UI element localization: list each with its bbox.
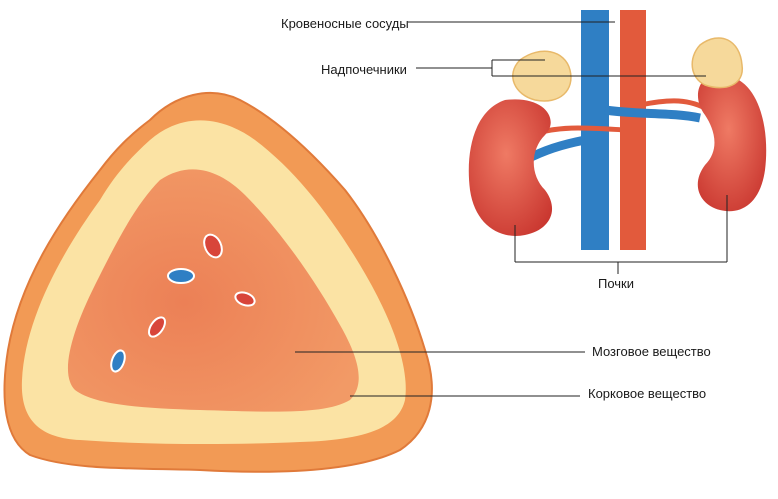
kidney-illustration <box>468 10 767 250</box>
label-adrenal-glands: Надпочечники <box>321 62 407 77</box>
medulla-vessel-red-3 <box>148 316 166 338</box>
renal-vein-right <box>604 105 701 123</box>
adrenal-cross-section <box>3 92 433 473</box>
medulla-vessel-red-2 <box>234 291 256 307</box>
medulla-vessel-blue-1 <box>167 268 195 284</box>
label-blood-vessels: Кровеносные сосуды <box>281 16 409 31</box>
medulla-vessel-red-1 <box>203 233 223 259</box>
label-kidneys: Почки <box>598 276 635 291</box>
label-medulla: Мозговое вещество <box>592 344 711 359</box>
adrenal-medulla <box>67 169 359 412</box>
kidney-left <box>468 99 553 236</box>
renal-artery-right <box>639 98 707 111</box>
label-cortex: Корковое вещество <box>588 386 707 401</box>
kidney-right <box>697 74 767 212</box>
medulla-vessel-blue-2 <box>110 349 126 373</box>
leader-lines <box>295 21 728 397</box>
adrenal-gland-right <box>691 37 743 89</box>
